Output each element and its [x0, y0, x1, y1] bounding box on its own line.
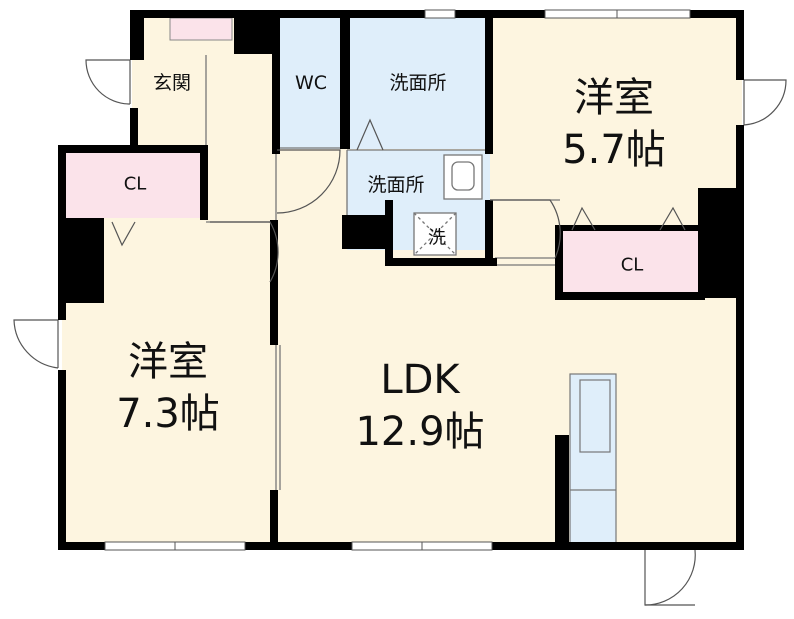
washroom-upper-label: 洗面所 [389, 72, 446, 94]
east-room-size: 5.7帖 [562, 127, 666, 173]
floor-areas [62, 14, 742, 545]
washer-label: 洗 [428, 228, 446, 249]
ldk-size: 12.9帖 [355, 409, 484, 455]
closet-west-label: CL [124, 174, 147, 195]
closet-east-floor [560, 230, 700, 298]
ldk-name: LDK [380, 357, 461, 403]
east-room-name: 洋室 [574, 75, 654, 121]
wc-label: WC [295, 72, 327, 94]
wc-floor [277, 14, 344, 149]
west-room-size: 7.3帖 [116, 391, 220, 437]
genkan-label: 玄関 [153, 72, 191, 94]
stove [579, 379, 611, 453]
shoe-box [169, 17, 233, 41]
closet-east-label: CL [621, 255, 644, 276]
doors [13, 59, 787, 606]
washroom-upper-floor [347, 14, 490, 149]
west-room-name: 洋室 [128, 339, 208, 385]
partitions [205, 55, 560, 490]
windows [104, 9, 691, 551]
washroom-lower-label: 洗面所 [367, 174, 424, 196]
room-labels: 玄関 WC 洗面所 洗面所 洗 CL CL 洋室 5.7帖 洋室 7.3帖 LD… [116, 72, 666, 455]
closet-west-floor [62, 150, 204, 218]
